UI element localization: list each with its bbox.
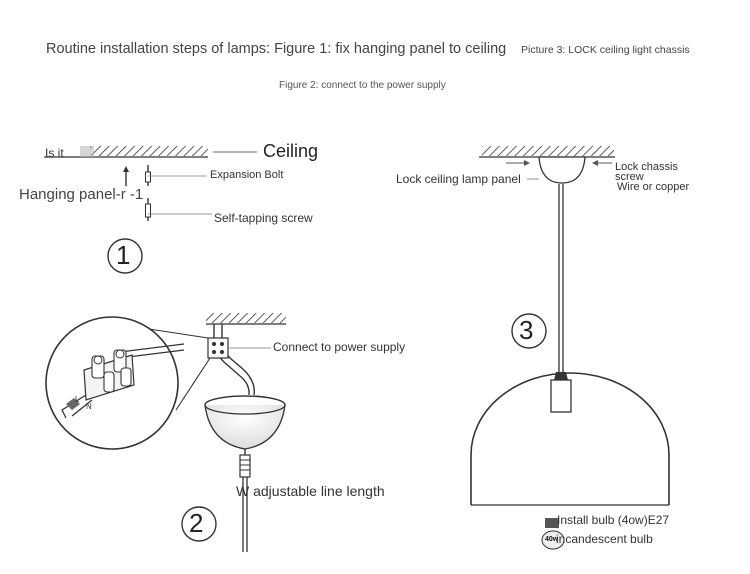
step1-number-circle: [107, 238, 143, 274]
terminal-l-label: L: [75, 395, 80, 404]
ceiling-prefix-label: Is it: [45, 146, 64, 160]
figure2-caption: Figure 2: connect to the power supply: [279, 80, 446, 91]
hanging-panel-marker-icon: [123, 166, 129, 186]
install-bulb-label: Install bulb (4ow)E27: [557, 513, 670, 527]
bulb-wattage-badge: 40w: [545, 536, 559, 543]
wire-copper-label: Wire or copper: [617, 181, 690, 193]
step3-number-circle: [511, 313, 547, 349]
ceiling-label: Ceiling: [263, 141, 319, 161]
self-tapping-screw-icon: [145, 198, 212, 221]
terminal-block-icon: [207, 337, 271, 359]
step3-ceiling: [479, 146, 615, 158]
expansion-bolt-icon: [145, 165, 207, 186]
pendant-cord-icon: [558, 184, 564, 372]
step2-ceiling: [206, 313, 286, 325]
step2-number: 2: [189, 508, 204, 538]
lock-canopy-icon: [506, 156, 612, 184]
canopy-shade-icon: [204, 395, 286, 450]
page-title: Routine installation steps of lamps: Fig…: [46, 41, 507, 57]
step1-number: 1: [116, 240, 131, 270]
terminal-n-label: N: [86, 402, 92, 411]
incandescent-bulb-label: incandescent bulb: [556, 532, 653, 546]
step2-number-circle: [181, 506, 217, 542]
magnifier-zoom-icon: [45, 316, 211, 450]
picture3-caption: Picture 3: LOCK ceiling light chassis: [521, 44, 690, 56]
expansion-bolt-label: Expansion Bolt: [210, 169, 284, 181]
hanging-panel-label: Hanging panel-r -1: [19, 186, 144, 203]
bulb-icon: [541, 518, 565, 550]
pendant-shade-icon: [470, 372, 670, 506]
step1-ceiling: [44, 146, 257, 158]
step3-number: 3: [519, 315, 534, 345]
step2-wires: [213, 324, 255, 396]
lock-chassis-label: Lock chassis screw: [615, 162, 678, 180]
connect-power-label: Connect to power supply: [273, 340, 406, 354]
adjustable-length-label: W adjustable line length: [236, 483, 385, 499]
adjustable-cord-icon: [239, 449, 251, 552]
lock-panel-label: Lock ceiling lamp panel: [396, 172, 521, 186]
self-tapping-screw-label: Self-tapping screw: [214, 211, 313, 225]
